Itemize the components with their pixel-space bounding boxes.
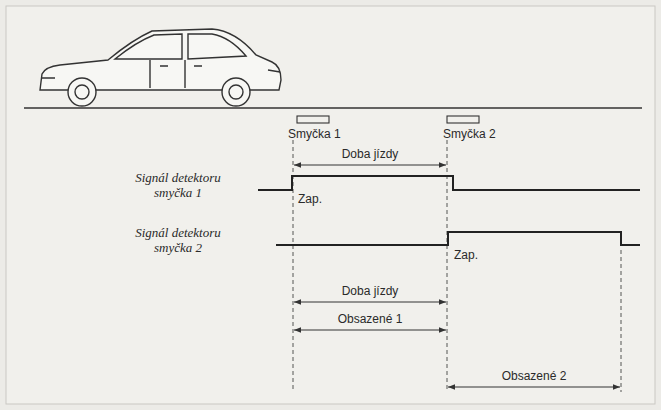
annotation-label: Smyčka 2 [443,128,496,142]
signal-trace [276,232,640,245]
dimension-arrows [294,165,620,387]
signal-name: Signál detektoru smyčka 2 [120,226,236,256]
annotation-label: Doba jízdy [342,148,399,162]
annotation-label: Zap. [298,193,322,207]
car-drawing [40,29,281,106]
signal-trace [258,176,640,190]
paper [6,6,655,404]
guide-lines [293,140,621,392]
annotation-label: Zap. [454,249,478,263]
signal-name: Signál detektoru smyčka 1 [120,171,236,201]
loop-symbol [447,116,479,123]
annotation-label: Smyčka 1 [288,128,341,142]
annotation-label: Doba jízdy [342,285,399,299]
road-line [24,107,642,108]
annotation-label: Obsazené 2 [502,370,567,384]
loop-symbol [297,116,329,123]
annotation-label: Obsazené 1 [338,313,403,327]
